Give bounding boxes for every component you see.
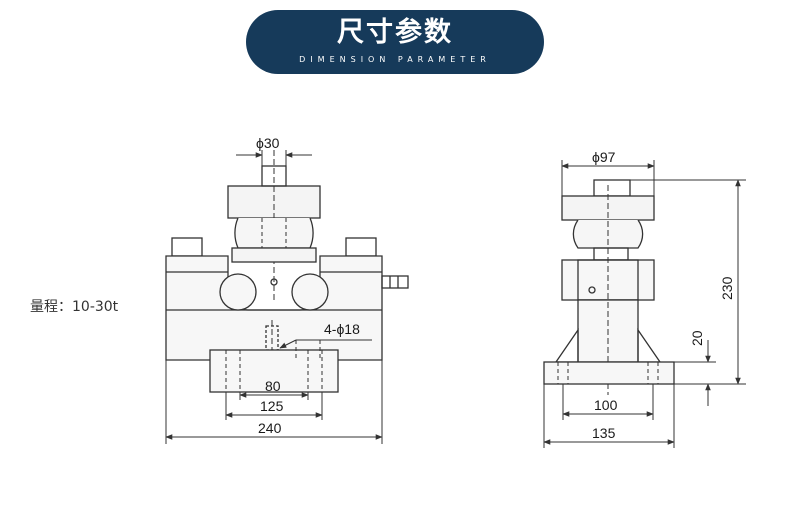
front-view bbox=[165, 150, 409, 393]
front-ball bbox=[234, 217, 314, 249]
front-dim-holes: 4-ϕ18 bbox=[324, 321, 360, 337]
side-dim-base-width: 135 bbox=[592, 425, 616, 441]
front-left-knob bbox=[171, 237, 203, 257]
side-left-gusset bbox=[554, 327, 579, 363]
side-dimension-lines bbox=[543, 160, 746, 448]
front-right-roller bbox=[291, 273, 329, 311]
side-right-gusset bbox=[637, 327, 662, 363]
banner-title: 尺寸参数 bbox=[337, 17, 453, 48]
side-dim-total-height: 230 bbox=[719, 276, 735, 300]
side-dim-base-thickness: 20 bbox=[689, 330, 705, 346]
banner-subtitle: DIMENSION PARAMETER bbox=[299, 55, 491, 64]
front-dim-total-width: 240 bbox=[258, 420, 282, 436]
front-cable-connector bbox=[381, 275, 409, 289]
front-center-hole bbox=[270, 278, 278, 286]
front-dim-hole-spacing: 125 bbox=[260, 398, 284, 414]
side-dim-hole-spacing: 100 bbox=[594, 397, 618, 413]
side-pin bbox=[593, 179, 631, 197]
side-dim-top-diameter: ϕ97 bbox=[592, 149, 616, 165]
side-base bbox=[543, 361, 675, 385]
front-left-roller bbox=[219, 273, 257, 311]
front-seat bbox=[231, 247, 317, 263]
front-base-plate bbox=[209, 349, 339, 393]
front-dim-pin-diameter: ϕ30 bbox=[256, 135, 280, 151]
side-view bbox=[543, 179, 675, 395]
side-hole bbox=[588, 286, 596, 294]
capacity-range-label: 量程：10-30t bbox=[30, 299, 119, 315]
front-dimension-lines bbox=[165, 150, 383, 444]
title-banner: 尺寸参数 DIMENSION PARAMETER bbox=[246, 10, 544, 74]
front-dim-inner-width: 80 bbox=[265, 378, 281, 394]
side-neck bbox=[593, 247, 629, 261]
front-right-knob bbox=[345, 237, 377, 257]
